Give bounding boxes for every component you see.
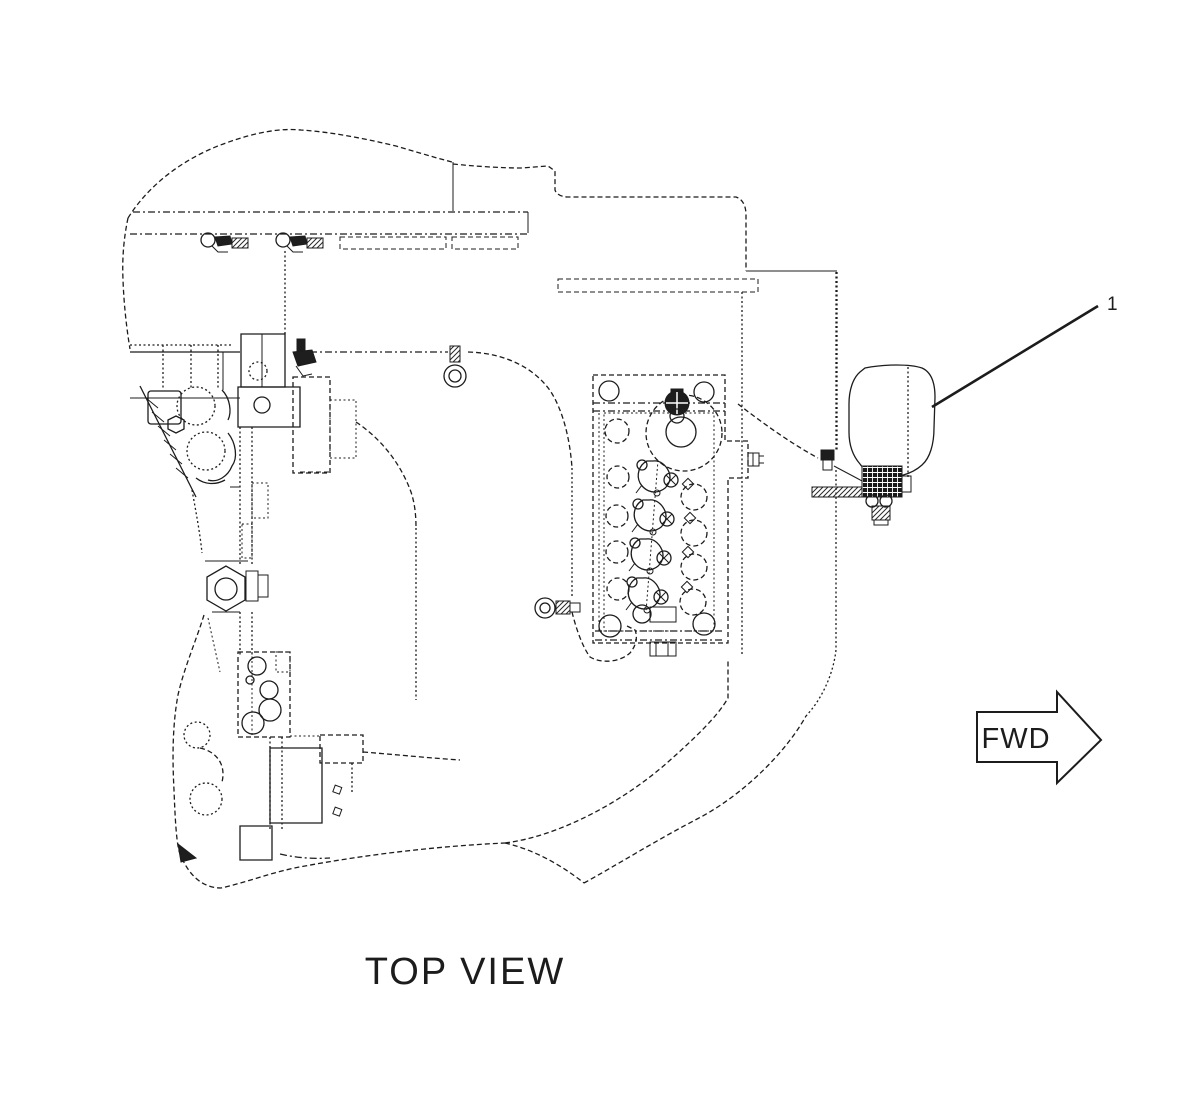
bolt-clamp-icon [293, 339, 316, 376]
lamp-mount-stud [872, 506, 890, 520]
triangular-gusset [140, 352, 235, 497]
hose-clamp-icon [201, 233, 248, 252]
injector-icon [626, 577, 668, 613]
filler-cap-icon [665, 389, 689, 423]
callout-1-label[interactable]: 1 [1107, 294, 1118, 315]
callout-1: 1 [932, 294, 1118, 407]
hose-fitting [535, 598, 636, 661]
lifting-eye-bolt-icon [444, 346, 466, 387]
fwd-label: FWD [981, 723, 1050, 755]
injector-icon [636, 460, 678, 496]
mid-rail-and-lifting-eyes [130, 339, 572, 598]
hose-clamp-icon [276, 233, 323, 252]
fwd-arrow-shape [977, 692, 1101, 783]
center-valve-panel [593, 375, 764, 656]
callout-1-leader-line [932, 306, 1098, 407]
top-rail-assembly [130, 212, 836, 655]
injector-icon [629, 538, 671, 574]
injector-icon [632, 499, 674, 535]
hex-nut-icon [205, 561, 268, 611]
lamp-mount-bracket [862, 466, 902, 497]
lamp-assembly [849, 365, 935, 525]
view-title: TOP VIEW [365, 951, 565, 993]
lamp-body [849, 365, 935, 477]
wire-harness [738, 404, 884, 497]
left-bracket-assembly [140, 334, 460, 860]
fitting-cluster [238, 652, 290, 737]
fwd-arrow: FWD [977, 692, 1101, 783]
machine-body-outline [123, 130, 837, 888]
